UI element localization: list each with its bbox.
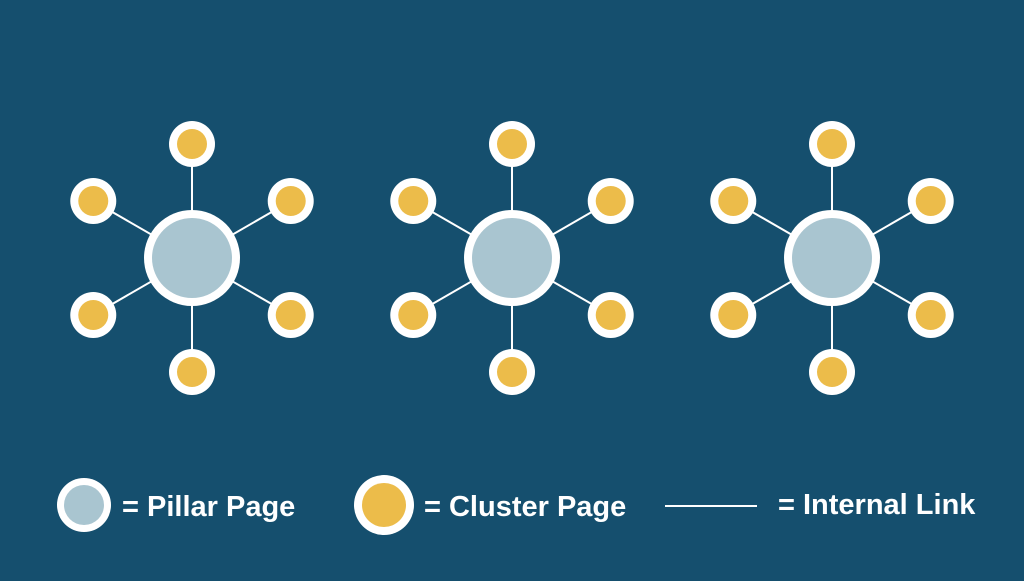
cluster-page-node	[78, 300, 109, 330]
cluster-page-node	[497, 129, 527, 159]
legend: = Pillar Page = Cluster Page = Internal …	[57, 475, 976, 535]
legend-pillar-label: = Pillar Page	[122, 491, 295, 523]
pillar-page-node	[792, 218, 872, 298]
cluster-page-node	[177, 129, 207, 159]
hub-group	[70, 121, 954, 395]
cluster-page-node	[817, 129, 847, 159]
cluster-page-node	[398, 300, 429, 330]
legend-pillar-icon	[64, 485, 104, 525]
cluster-page-node	[177, 357, 207, 387]
cluster-page-node	[718, 300, 749, 330]
legend-pillar: = Pillar Page	[57, 478, 295, 532]
legend-cluster-icon	[362, 483, 406, 527]
cluster-page-node	[78, 186, 109, 216]
legend-link-label: = Internal Link	[778, 489, 976, 521]
cluster-page-node	[275, 186, 306, 216]
cluster-page-node	[915, 186, 946, 216]
legend-link: = Internal Link	[665, 489, 976, 521]
topic-cluster-1	[70, 121, 314, 395]
cluster-page-node	[595, 186, 626, 216]
cluster-page-node	[497, 357, 527, 387]
cluster-page-node	[275, 300, 306, 330]
cluster-page-node	[718, 186, 749, 216]
pillar-page-node	[472, 218, 552, 298]
cluster-page-node	[398, 186, 429, 216]
topic-cluster-3	[710, 121, 954, 395]
cluster-page-node	[817, 357, 847, 387]
topic-cluster-2	[390, 121, 634, 395]
cluster-page-node	[915, 300, 946, 330]
legend-cluster: = Cluster Page	[354, 475, 626, 535]
pillar-page-node	[152, 218, 232, 298]
cluster-page-node	[595, 300, 626, 330]
legend-cluster-label: = Cluster Page	[424, 491, 626, 523]
